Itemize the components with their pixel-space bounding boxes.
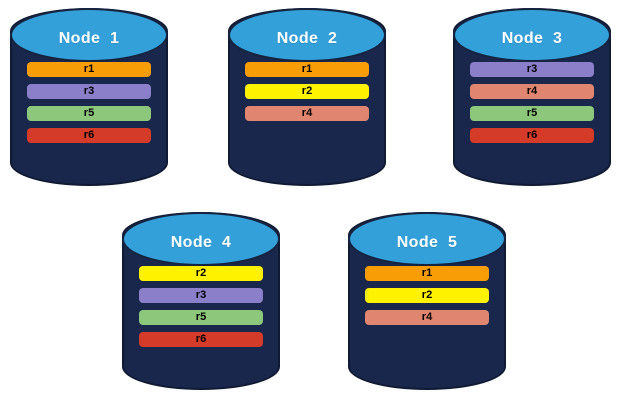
replica-label: r5 [526, 106, 538, 119]
node-1-cylinder[interactable]: Node 1 r1 r3 r5 r6 [10, 8, 168, 188]
replica-bar[interactable]: r5 [470, 106, 594, 121]
cylinder-top-ellipse: Node 4 [122, 212, 280, 266]
node-title: Node 3 [501, 30, 563, 47]
replica-label: r4 [301, 106, 313, 119]
replica-bar[interactable]: r4 [245, 106, 369, 121]
replica-label: r3 [526, 62, 538, 75]
node-title: Node 1 [58, 30, 120, 47]
replica-bar[interactable]: r3 [27, 84, 151, 99]
replica-bar[interactable]: r2 [139, 266, 263, 281]
replica-label: r6 [526, 128, 538, 141]
node-title: Node 2 [276, 30, 338, 47]
replica-list: r3 r4 r5 r6 [453, 62, 611, 143]
node-3-cylinder[interactable]: Node 3 r3 r4 r5 r6 [453, 8, 611, 188]
replica-bar[interactable]: r2 [365, 288, 489, 303]
replica-bar[interactable]: r5 [27, 106, 151, 121]
replica-label: r2 [421, 288, 433, 301]
replica-label: r1 [301, 62, 313, 75]
replica-bar[interactable]: r6 [27, 128, 151, 143]
replica-bar[interactable]: r4 [470, 84, 594, 99]
node-title: Node 5 [396, 234, 458, 251]
replica-list: r2 r3 r5 r6 [122, 266, 280, 347]
cylinder-top-ellipse: Node 3 [453, 8, 611, 62]
replica-bar[interactable]: r6 [139, 332, 263, 347]
replica-bar[interactable]: r2 [245, 84, 369, 99]
replica-label: r3 [83, 84, 95, 97]
replica-bar[interactable]: r5 [139, 310, 263, 325]
replica-label: r5 [83, 106, 95, 119]
replica-label: r2 [195, 266, 207, 279]
replica-label: r6 [83, 128, 95, 141]
replica-list: r1 r3 r5 r6 [10, 62, 168, 143]
replica-label: r3 [195, 288, 207, 301]
replica-bar[interactable]: r1 [365, 266, 489, 281]
replica-bar[interactable]: r3 [470, 62, 594, 77]
node-4-cylinder[interactable]: Node 4 r2 r3 r5 r6 [122, 212, 280, 392]
cylinder-top-ellipse: Node 1 [10, 8, 168, 62]
replica-label: r4 [526, 84, 538, 97]
replica-bar[interactable]: r1 [27, 62, 151, 77]
replica-bar[interactable]: r1 [245, 62, 369, 77]
replica-label: r5 [195, 310, 207, 323]
node-2-cylinder[interactable]: Node 2 r1 r2 r4 [228, 8, 386, 188]
cylinder-top-ellipse: Node 5 [348, 212, 506, 266]
replica-bar[interactable]: r4 [365, 310, 489, 325]
replica-bar[interactable]: r3 [139, 288, 263, 303]
replica-label: r6 [195, 332, 207, 345]
replica-label: r2 [301, 84, 313, 97]
replica-list: r1 r2 r4 [348, 266, 506, 325]
replica-label: r1 [421, 266, 433, 279]
replica-bar[interactable]: r6 [470, 128, 594, 143]
replica-list: r1 r2 r4 [228, 62, 386, 121]
node-5-cylinder[interactable]: Node 5 r1 r2 r4 [348, 212, 506, 392]
cylinder-top-ellipse: Node 2 [228, 8, 386, 62]
replica-label: r4 [421, 310, 433, 323]
node-title: Node 4 [170, 234, 232, 251]
replica-label: r1 [83, 62, 95, 75]
